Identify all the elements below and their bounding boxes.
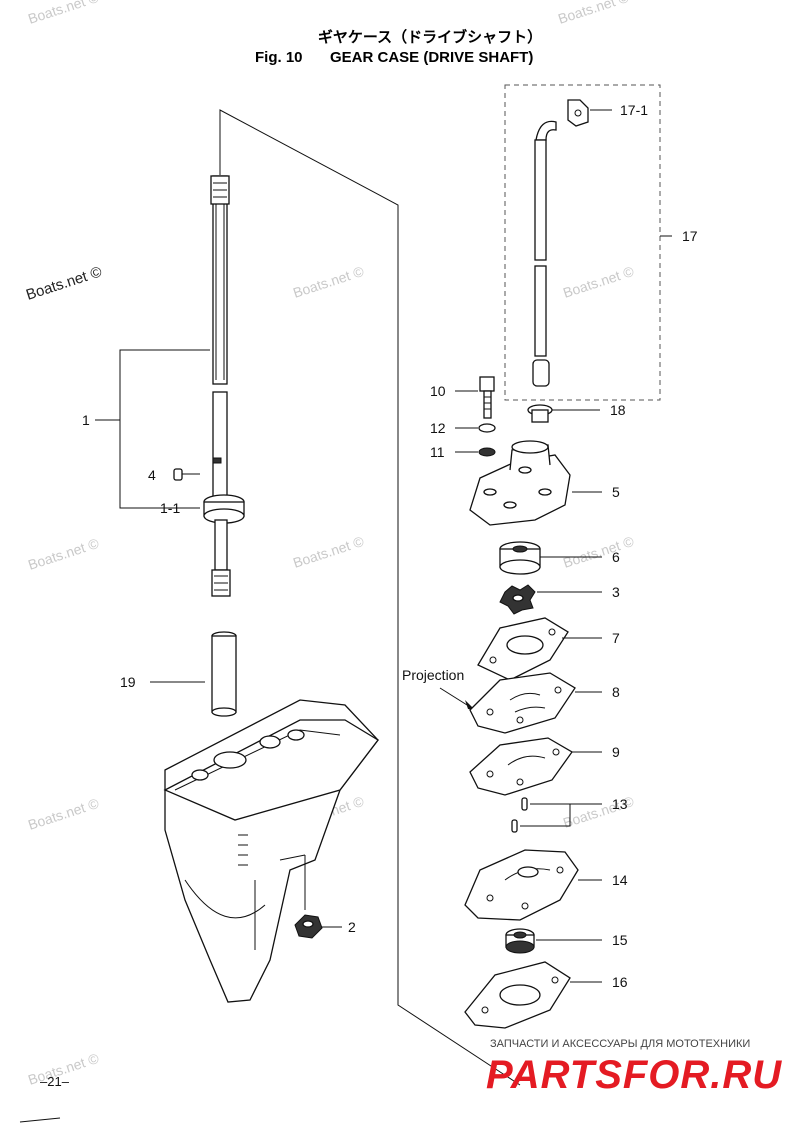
watermark: Boats.net © bbox=[291, 533, 366, 571]
label-part-12: 12 bbox=[430, 420, 446, 436]
watermark: Boats.net © bbox=[561, 533, 636, 571]
brand-tagline: ЗАПЧАСТИ И АКСЕССУАРЫ ДЛЯ МОТОТЕХНИКИ bbox=[490, 1038, 750, 1050]
label-part-6: 6 bbox=[612, 549, 620, 565]
washer-part-11 bbox=[455, 447, 496, 457]
seal-part-15 bbox=[505, 928, 602, 954]
label-part-1-1: 1-1 bbox=[160, 500, 180, 516]
grommet-part-18 bbox=[527, 404, 600, 423]
label-part-15: 15 bbox=[612, 932, 628, 948]
title-japanese: ギヤケース（ドライブシャフト） bbox=[318, 28, 542, 46]
label-part-16: 16 bbox=[612, 974, 628, 990]
label-part-7: 7 bbox=[612, 630, 620, 646]
watermark: Boats.net © bbox=[24, 263, 104, 303]
impeller-part-3 bbox=[499, 584, 602, 615]
label-part-11: 11 bbox=[430, 444, 445, 460]
gear-case-housing bbox=[163, 699, 379, 1003]
brand-logo: PARTSFOR.RU bbox=[486, 1053, 782, 1097]
watermark: Boats.net © bbox=[26, 0, 101, 27]
label-part-3: 3 bbox=[612, 584, 620, 600]
watermark: Boats.net © bbox=[561, 263, 636, 301]
watermark: Boats.net © bbox=[291, 263, 366, 301]
label-part-14: 14 bbox=[612, 872, 628, 888]
nut-part-2 bbox=[294, 914, 342, 939]
label-part-10: 10 bbox=[430, 383, 446, 399]
label-part-4: 4 bbox=[148, 467, 156, 483]
label-part-18: 18 bbox=[610, 402, 626, 418]
figure-number: Fig. 10 bbox=[255, 49, 303, 66]
pin-part-4 bbox=[173, 468, 200, 481]
bolt-part-10 bbox=[455, 376, 495, 419]
label-part-17-1: 17-1 bbox=[620, 102, 648, 118]
label-part-9: 9 bbox=[612, 744, 620, 760]
label-part-1: 1 bbox=[82, 412, 90, 428]
watermark: Boats.net © bbox=[26, 795, 101, 833]
alignment-lines bbox=[219, 109, 521, 1086]
lock-washer-part-12 bbox=[455, 423, 496, 433]
drive-shaft bbox=[203, 175, 245, 597]
outer-plate-part-8 bbox=[469, 672, 602, 734]
part-1-bracket bbox=[95, 349, 210, 509]
gasket-part-7 bbox=[477, 617, 602, 681]
label-part-8: 8 bbox=[612, 684, 620, 700]
part-17-group-box bbox=[504, 84, 661, 401]
watermark: Boats.net © bbox=[556, 0, 631, 27]
label-part-17: 17 bbox=[682, 228, 698, 244]
pump-case-part-5 bbox=[469, 440, 602, 526]
page-number: –21– bbox=[40, 1074, 70, 1089]
label-part-19: 19 bbox=[120, 674, 136, 690]
water-tube-part-17 bbox=[532, 99, 612, 387]
watermark: Boats.net © bbox=[26, 535, 101, 573]
label-part-13: 13 bbox=[612, 796, 628, 812]
label-part-2: 2 bbox=[348, 919, 356, 935]
label-projection: Projection bbox=[402, 667, 464, 683]
scan-mark bbox=[19, 1117, 61, 1123]
gasket-part-16 bbox=[464, 961, 602, 1029]
gasket-part-9 bbox=[469, 737, 602, 796]
dowel-pins-part-13 bbox=[511, 797, 602, 833]
title-english: GEAR CASE (DRIVE SHAFT) bbox=[330, 49, 533, 66]
lower-pump-housing-part-14 bbox=[464, 849, 602, 921]
insert-part-6 bbox=[499, 541, 602, 575]
tube-part-19 bbox=[150, 631, 237, 717]
label-part-5: 5 bbox=[612, 484, 620, 500]
